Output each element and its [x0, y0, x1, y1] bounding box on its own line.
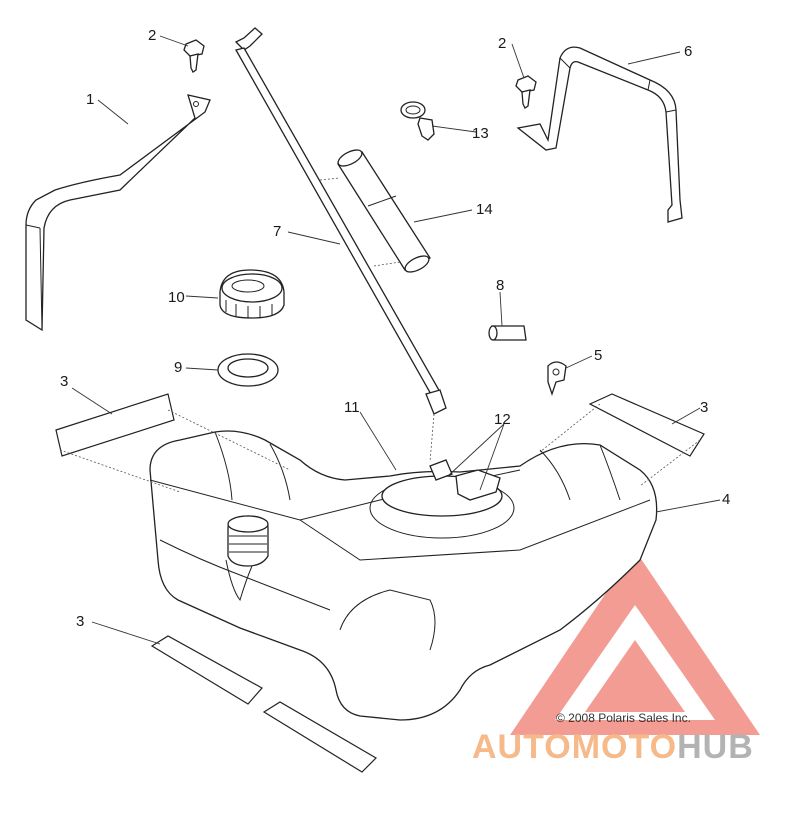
assembly-guide-lines [59, 177, 701, 493]
callout-labels: 1 2 2 6 13 14 7 10 8 5 9 3 3 11 12 4 3 [60, 27, 730, 630]
callout-3-left: 3 [60, 373, 68, 390]
part-3-pad-right [588, 393, 705, 457]
part-1-left-strap [25, 94, 211, 332]
callout-14: 14 [476, 201, 493, 218]
callout-1: 1 [86, 91, 94, 108]
callout-13: 13 [472, 125, 489, 142]
svg-text:AUTOMOTOHUB: AUTOMOTOHUB [472, 728, 754, 766]
part-3-pad-bottom-1 [150, 635, 263, 705]
part-3-pad-left [55, 393, 175, 457]
callout-3-right: 3 [700, 399, 708, 416]
wordmark-moto: MOTO [572, 728, 677, 766]
callout-12: 12 [494, 411, 511, 428]
callout-8: 8 [496, 277, 504, 294]
wordmark-hub: HUB [677, 728, 754, 766]
part-7-vent-hose [234, 27, 447, 415]
callout-5: 5 [594, 347, 602, 364]
part-4-fuel-tank [149, 430, 658, 721]
callout-6: 6 [684, 43, 692, 60]
callout-2-left: 2 [148, 27, 156, 44]
automotohub-wordmark: AUTOMOTOHUB [472, 728, 754, 766]
part-2-bolt-left [183, 39, 205, 73]
callout-3-bottom: 3 [76, 613, 84, 630]
callout-10: 10 [168, 289, 185, 306]
callout-4: 4 [722, 491, 730, 508]
automotohub-logo-icon [510, 550, 760, 735]
part-2-bolt-right [515, 75, 537, 109]
part-10-fuel-cap [219, 269, 285, 319]
part-5-connector [547, 361, 567, 397]
part-8-tube [488, 325, 527, 341]
wordmark-auto: AUTO [472, 728, 572, 766]
part-9-gasket [217, 353, 279, 387]
callout-2-right: 2 [498, 35, 506, 52]
leader-lines [71, 35, 721, 645]
callout-9: 9 [174, 359, 182, 376]
callout-11: 11 [344, 399, 360, 416]
part-6-right-strap [516, 46, 683, 223]
part-13-hose-clip [400, 101, 435, 141]
part-3-pad-bottom-2 [262, 701, 377, 773]
part-14-hose-sleeve [337, 149, 431, 273]
copyright-text: © 2008 Polaris Sales Inc. [556, 711, 691, 725]
callout-7: 7 [273, 223, 281, 240]
